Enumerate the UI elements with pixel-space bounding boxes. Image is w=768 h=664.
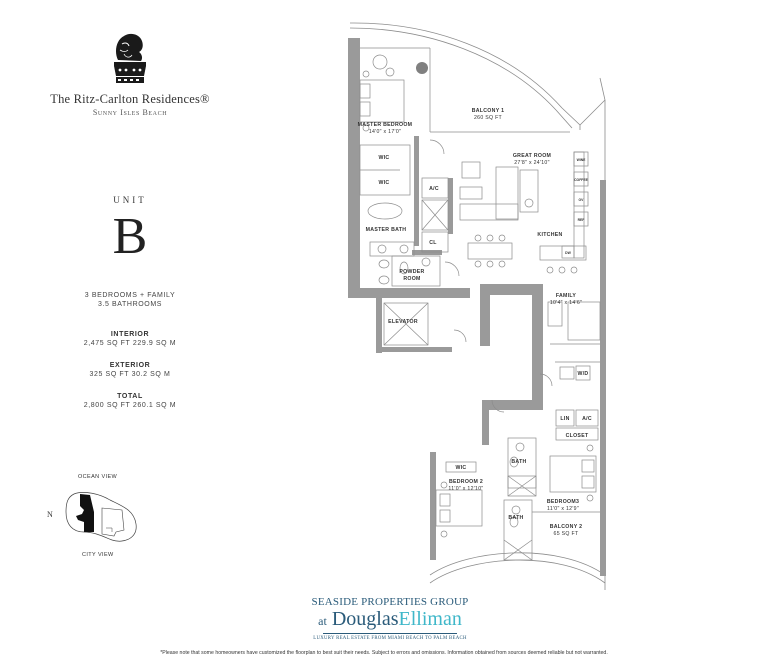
floor-plan: MASTER BEDROOM 14'0" x 17'0" BALCONY 1 2… — [348, 22, 606, 590]
room-bath-2: BATH — [511, 459, 526, 465]
room-powder-2: ROOM — [403, 276, 420, 282]
room-ac-1: A/C — [429, 186, 439, 192]
room-cl: CL — [429, 240, 437, 246]
broker-tagline: LUXURY REAL ESTATE FROM MIAMI BEACH TO P… — [313, 636, 467, 641]
room-master-bath: MASTER BATH — [366, 227, 407, 233]
room-bath-3: BATH — [508, 515, 523, 521]
room-lin: LIN — [560, 416, 569, 422]
room-great-room: GREAT ROOM — [513, 153, 551, 159]
key-plan: OCEAN VIEW N CITY VIEW — [40, 470, 180, 570]
room-ac-2: A/C — [582, 416, 592, 422]
room-elevator: ELEVATOR — [388, 319, 418, 325]
bathrooms-count: 3.5 BATHROOMS — [97, 301, 163, 308]
broker-elliman: Elliman — [398, 608, 462, 630]
broker-divider — [323, 633, 457, 634]
appliance-ref: REF — [578, 218, 585, 222]
area-value: 325 SQ FT 30.2 SQ M — [89, 371, 171, 378]
area-exterior: EXTERIOR 325 SQ FT 30.2 SQ M — [40, 361, 220, 379]
room-wic-1: WIC — [379, 155, 390, 161]
ocean-view-label: OCEAN VIEW — [78, 474, 118, 480]
area-total: TOTAL 2,800 SQ FT 260.1 SQ M — [40, 392, 220, 410]
room-powder: POWDER — [399, 269, 424, 275]
area-heading: INTERIOR — [110, 331, 150, 338]
room-master-bedroom-dims: 14'0" x 17'0" — [369, 129, 401, 135]
column-icon — [416, 62, 428, 74]
room-wic-3: WIC — [456, 465, 467, 471]
broker-logo: SEASIDE PROPERTIES GROUP at DouglasEllim… — [260, 596, 520, 641]
appliance-coffee: COFFEE — [574, 178, 588, 182]
city-view-label: CITY VIEW — [82, 552, 114, 558]
appliance-dw: DW — [565, 251, 571, 255]
broker-firm: at DouglasElliman — [260, 609, 520, 631]
room-family-dims: 10'4" x 14'6" — [550, 300, 582, 306]
room-balcony-1-area: 260 SQ FT — [474, 115, 503, 121]
area-heading: EXTERIOR — [109, 362, 151, 369]
rooms-summary: 3 BEDROOMS + FAMILY 3.5 BATHROOMS — [40, 291, 220, 309]
building-keyplan-icon — [65, 492, 137, 542]
unit-heading: UNIT B — [40, 195, 220, 265]
area-heading: TOTAL — [117, 393, 143, 400]
area-interior: INTERIOR 2,475 SQ FT 229.9 SQ M — [40, 330, 220, 348]
broker-at: at — [318, 614, 327, 628]
room-kitchen: KITCHEN — [537, 232, 562, 238]
interior-lines — [359, 47, 601, 561]
room-bedroom-3-dims: 11'0" x 12'9" — [547, 506, 579, 512]
area-value: 2,475 SQ FT 229.9 SQ M — [83, 340, 177, 347]
broker-group-name: SEASIDE PROPERTIES GROUP — [311, 596, 469, 608]
appliance-oven: OV — [579, 198, 585, 202]
area-value: 2,800 SQ FT 260.1 SQ M — [83, 402, 177, 409]
disclaimer: *Please note that some homeowners have c… — [160, 650, 608, 656]
brand-logo: The Ritz-Carlton Residences® Sunny Isles… — [40, 30, 220, 117]
room-family: FAMILY — [556, 293, 577, 299]
room-wic-2: WIC — [379, 180, 390, 186]
room-great-room-dims: 27'8" x 24'10" — [514, 160, 550, 166]
broker-douglas: Douglas — [331, 608, 399, 630]
brand-subtitle: Sunny Isles Beach — [92, 108, 168, 117]
brand-title: The Ritz-Carlton Residences® — [50, 92, 210, 106]
north-compass-label: N — [47, 510, 53, 519]
room-balcony-1: BALCONY 1 — [472, 108, 505, 114]
room-closet: CLOSET — [566, 433, 589, 439]
unit-letter: B — [112, 208, 148, 265]
room-bedroom-2: BEDROOM 2 — [449, 479, 483, 485]
room-master-bedroom: MASTER BEDROOM — [358, 122, 413, 128]
lion-crown-crest-icon — [114, 33, 146, 83]
walls — [348, 38, 606, 576]
room-wd: W/D — [578, 371, 589, 377]
room-balcony-2-area: 65 SQ FT — [554, 531, 579, 537]
room-bedroom-2-dims: 11'0" x 12'10" — [448, 486, 483, 492]
appliance-wine: WINE — [577, 158, 587, 162]
room-bedroom-3: BEDROOM3 — [547, 499, 579, 505]
unit-label: UNIT — [113, 195, 147, 205]
room-balcony-2: BALCONY 2 — [550, 524, 583, 530]
bedrooms-count: 3 BEDROOMS + FAMILY — [84, 292, 176, 299]
